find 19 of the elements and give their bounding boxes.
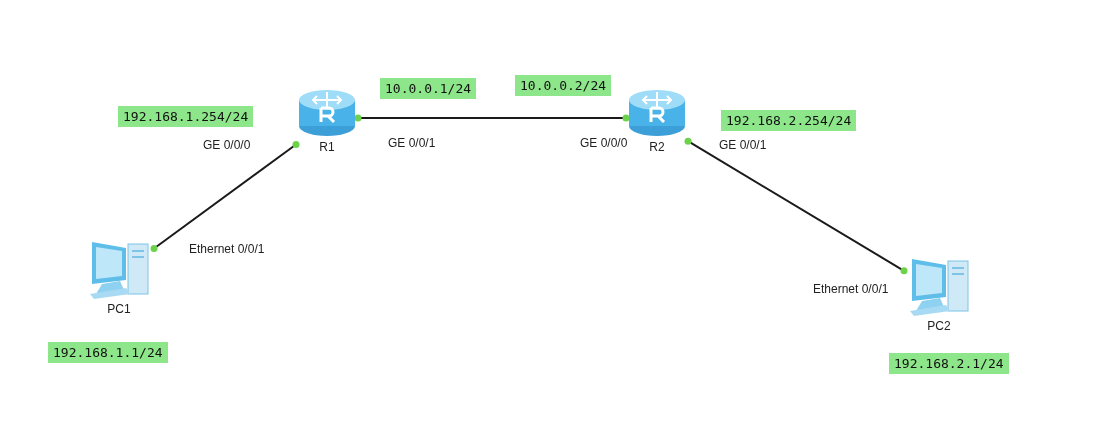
- interface-label: GE 0/0/0: [203, 138, 251, 152]
- network-link: [684, 137, 908, 275]
- network-link: [150, 140, 300, 253]
- ip-address-tag: 192.168.2.254/24: [721, 110, 857, 131]
- interface-label: GE 0/0/1: [388, 136, 436, 150]
- device-name: R2: [649, 140, 665, 154]
- interface-label: Ethernet 0/0/1: [813, 282, 889, 296]
- device-name: R1: [319, 140, 335, 154]
- network-link: [354, 114, 630, 122]
- device-name: PC2: [927, 319, 951, 333]
- ip-address-tag: 10.0.0.2/24: [515, 75, 612, 96]
- interface-label: GE 0/0/1: [719, 138, 767, 152]
- device-name: PC1: [107, 302, 131, 316]
- ip-address-tag: 192.168.2.1/24: [889, 353, 1009, 374]
- ip-address-tag: 192.168.1.1/24: [48, 342, 168, 363]
- ip-address-tag: 192.168.1.254/24: [118, 106, 254, 127]
- interface-label: GE 0/0/0: [580, 136, 628, 150]
- ip-address-tag: 10.0.0.1/24: [380, 78, 477, 99]
- interface-label: Ethernet 0/0/1: [189, 242, 265, 256]
